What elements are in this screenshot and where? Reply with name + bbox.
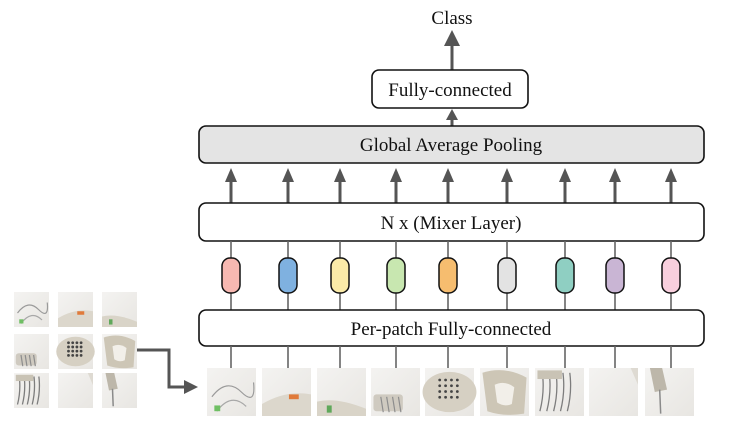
global-average-pooling-box: Global Average Pooling [198, 125, 705, 164]
per-patch-fc-label: Per-patch Fully-connected [351, 319, 552, 340]
patch-tile-6 [480, 368, 529, 416]
input-patch-5 [56, 334, 95, 369]
input-patch-1 [14, 292, 49, 327]
patch-tile-8 [589, 368, 638, 416]
input-patch-2 [58, 292, 93, 327]
input-image-patches [14, 292, 137, 408]
patch-tile-1 [207, 368, 256, 416]
mixer-output-arrows [225, 168, 677, 203]
up-arrow [609, 168, 621, 203]
patch-sequence [207, 368, 694, 416]
token-7 [555, 241, 575, 310]
up-arrow [665, 168, 677, 203]
token-pill [497, 257, 517, 294]
up-arrow [501, 168, 513, 203]
global-average-pooling-label: Global Average Pooling [360, 135, 543, 156]
patch-tile-9 [645, 368, 694, 416]
token-pill [386, 257, 406, 294]
input-patch-8 [58, 373, 93, 408]
token-8 [605, 241, 625, 310]
token-pill [221, 257, 241, 294]
token-pill [438, 257, 458, 294]
token-3 [330, 241, 350, 310]
input-patch-9 [102, 373, 137, 408]
up-arrow [390, 168, 402, 203]
token-6 [497, 241, 517, 310]
token-1 [221, 241, 241, 310]
pooling-to-fc-arrow [446, 109, 458, 126]
up-arrow [442, 168, 454, 203]
token-pill [278, 257, 298, 294]
input-patch-3 [102, 292, 137, 327]
token-5 [438, 241, 458, 310]
fully-connected-box: Fully-connected [371, 69, 529, 109]
patch-tile-3 [317, 368, 366, 416]
up-arrow [334, 168, 346, 203]
per-patch-fc-box: Per-patch Fully-connected [198, 309, 705, 347]
token-pill [330, 257, 350, 294]
patch-connectors [230, 346, 672, 368]
input-patch-7 [14, 373, 49, 408]
patch-tile-5 [422, 368, 477, 416]
patch-tile-4 [371, 368, 420, 416]
output-arrow [444, 30, 460, 70]
fully-connected-label: Fully-connected [388, 80, 512, 101]
input-patch-6 [102, 334, 137, 369]
token-9 [661, 241, 681, 310]
input-to-patches-arrow [137, 348, 198, 394]
token-2 [278, 241, 298, 310]
patch-tile-7 [535, 368, 584, 416]
patch-tile-2 [262, 368, 311, 416]
input-patch-4 [14, 334, 49, 369]
up-arrow [282, 168, 294, 203]
class-label: Class [431, 8, 472, 29]
mixer-layer-box: N x (Mixer Layer) [198, 202, 705, 242]
token-4 [386, 241, 406, 310]
mixer-layer-label: N x (Mixer Layer) [381, 213, 522, 234]
token-embeddings [221, 241, 681, 310]
token-pill [661, 257, 681, 294]
up-arrow [559, 168, 571, 203]
token-pill [555, 257, 575, 294]
token-pill [605, 257, 625, 294]
up-arrow [225, 168, 237, 203]
